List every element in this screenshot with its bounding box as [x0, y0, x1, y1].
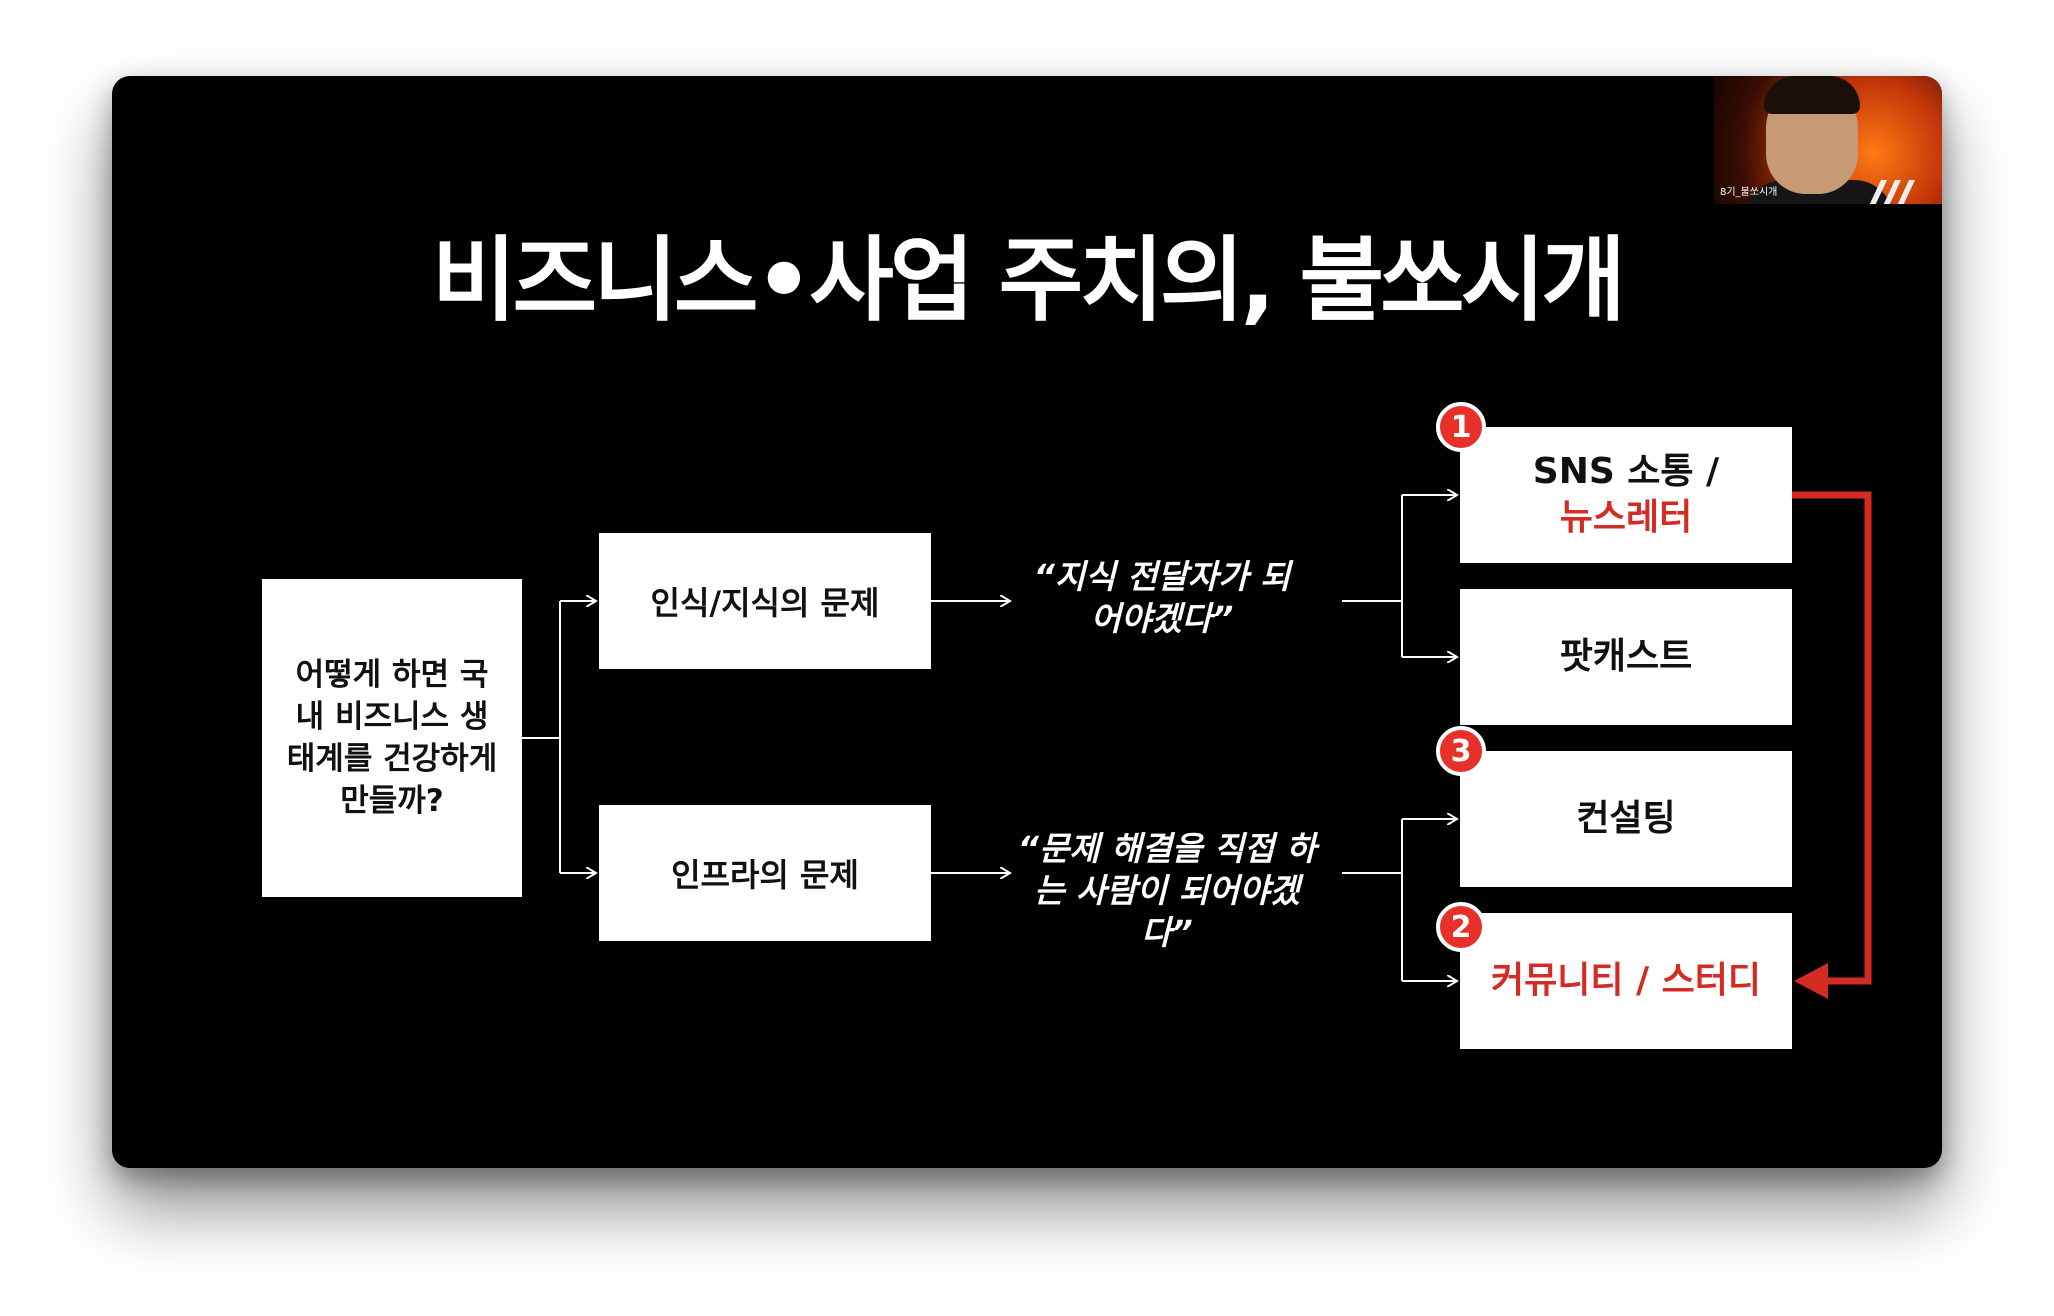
result-box-sns: SNS 소통 / 뉴스레터 — [1460, 427, 1792, 563]
result-community-label: 커뮤니티 / 스터디 — [1491, 958, 1761, 1004]
feedback-arrow — [1792, 495, 1868, 981]
badge-2: 2 — [1436, 902, 1486, 952]
quote-infra: “문제 해결을 직접 하는 사람이 되어야겠다” — [1012, 828, 1322, 954]
result-box-podcast: 팟캐스트 — [1460, 589, 1792, 725]
question-text: 어떻게 하면 국내 비즈니스 생태계를 건강하게 만들까? — [282, 654, 502, 822]
badge-1: 1 — [1436, 402, 1486, 452]
result-box-community: 커뮤니티 / 스터디 — [1460, 913, 1792, 1049]
result-consulting-label: 컨설팅 — [1576, 796, 1675, 842]
feedback-arrow-head — [1794, 963, 1828, 999]
webcam-thumbnail[interactable]: 8기_불쏘시개 — [1714, 76, 1942, 204]
presentation-window: 비즈니스•사업 주치의, 불쏘시개 어떻게 하면 국내 비즈니스 생태계를 건강… — [112, 76, 1942, 1168]
problem-infra-label: 인프라의 문제 — [671, 850, 859, 896]
webcam-participant-name: 8기_불쏘시개 — [1720, 183, 1777, 198]
slide-title: 비즈니스•사업 주치의, 불쏘시개 — [112, 206, 1942, 339]
webcam-person-hair — [1764, 76, 1860, 114]
result-podcast-label: 팟캐스트 — [1560, 634, 1692, 680]
result-box-consulting: 컨설팅 — [1460, 751, 1792, 887]
quote-knowledge: “지식 전달자가 되어야겠다” — [1032, 556, 1292, 640]
problem-knowledge-label: 인식/지식의 문제 — [651, 578, 880, 624]
problem-box-knowledge: 인식/지식의 문제 — [599, 533, 931, 669]
result-newsletter-label: 뉴스레터 — [1533, 495, 1719, 541]
question-box: 어떻게 하면 국내 비즈니스 생태계를 건강하게 만들까? — [262, 579, 522, 897]
badge-3: 3 — [1436, 726, 1486, 776]
problem-box-infra: 인프라의 문제 — [599, 805, 931, 941]
result-sns-label: SNS 소통 / — [1533, 449, 1719, 495]
